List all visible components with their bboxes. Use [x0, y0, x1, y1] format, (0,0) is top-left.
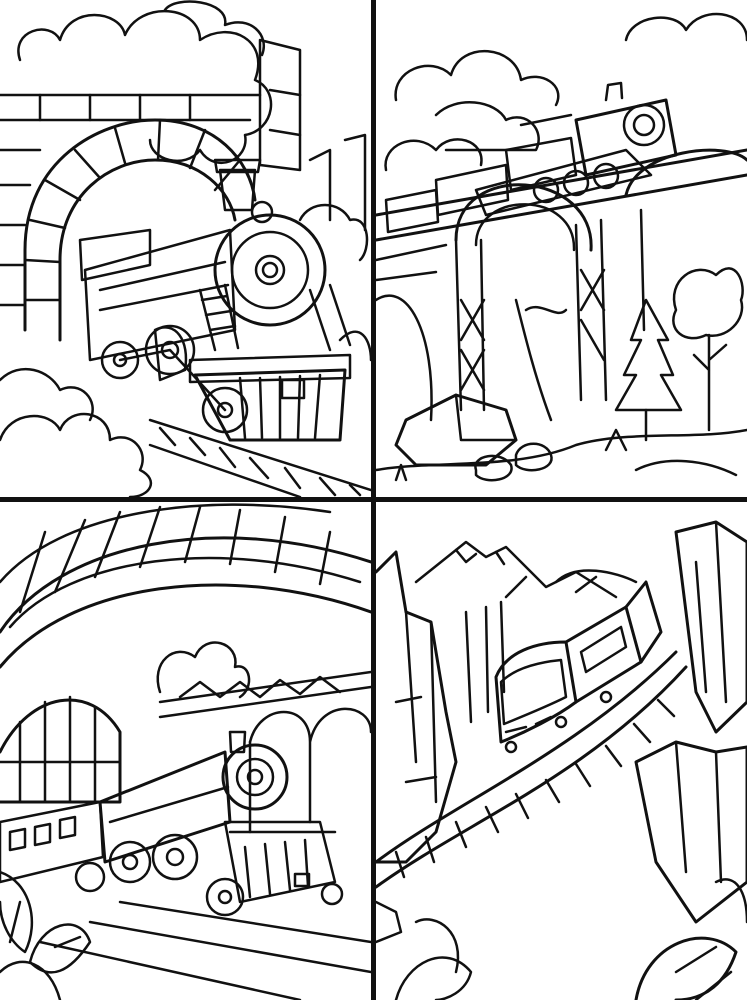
panel-tunnel-locomotive	[0, 0, 371, 497]
panel-cliff-train	[376, 502, 747, 1000]
horizontal-divider	[0, 497, 747, 502]
tunnel-scene-illustration	[0, 0, 371, 497]
bridge-scene-illustration	[376, 0, 747, 497]
cliff-scene-illustration	[376, 502, 747, 1000]
panel-bridge-train	[376, 0, 747, 497]
station-scene-illustration	[0, 502, 371, 1000]
panel-station-locomotive	[0, 502, 371, 1000]
